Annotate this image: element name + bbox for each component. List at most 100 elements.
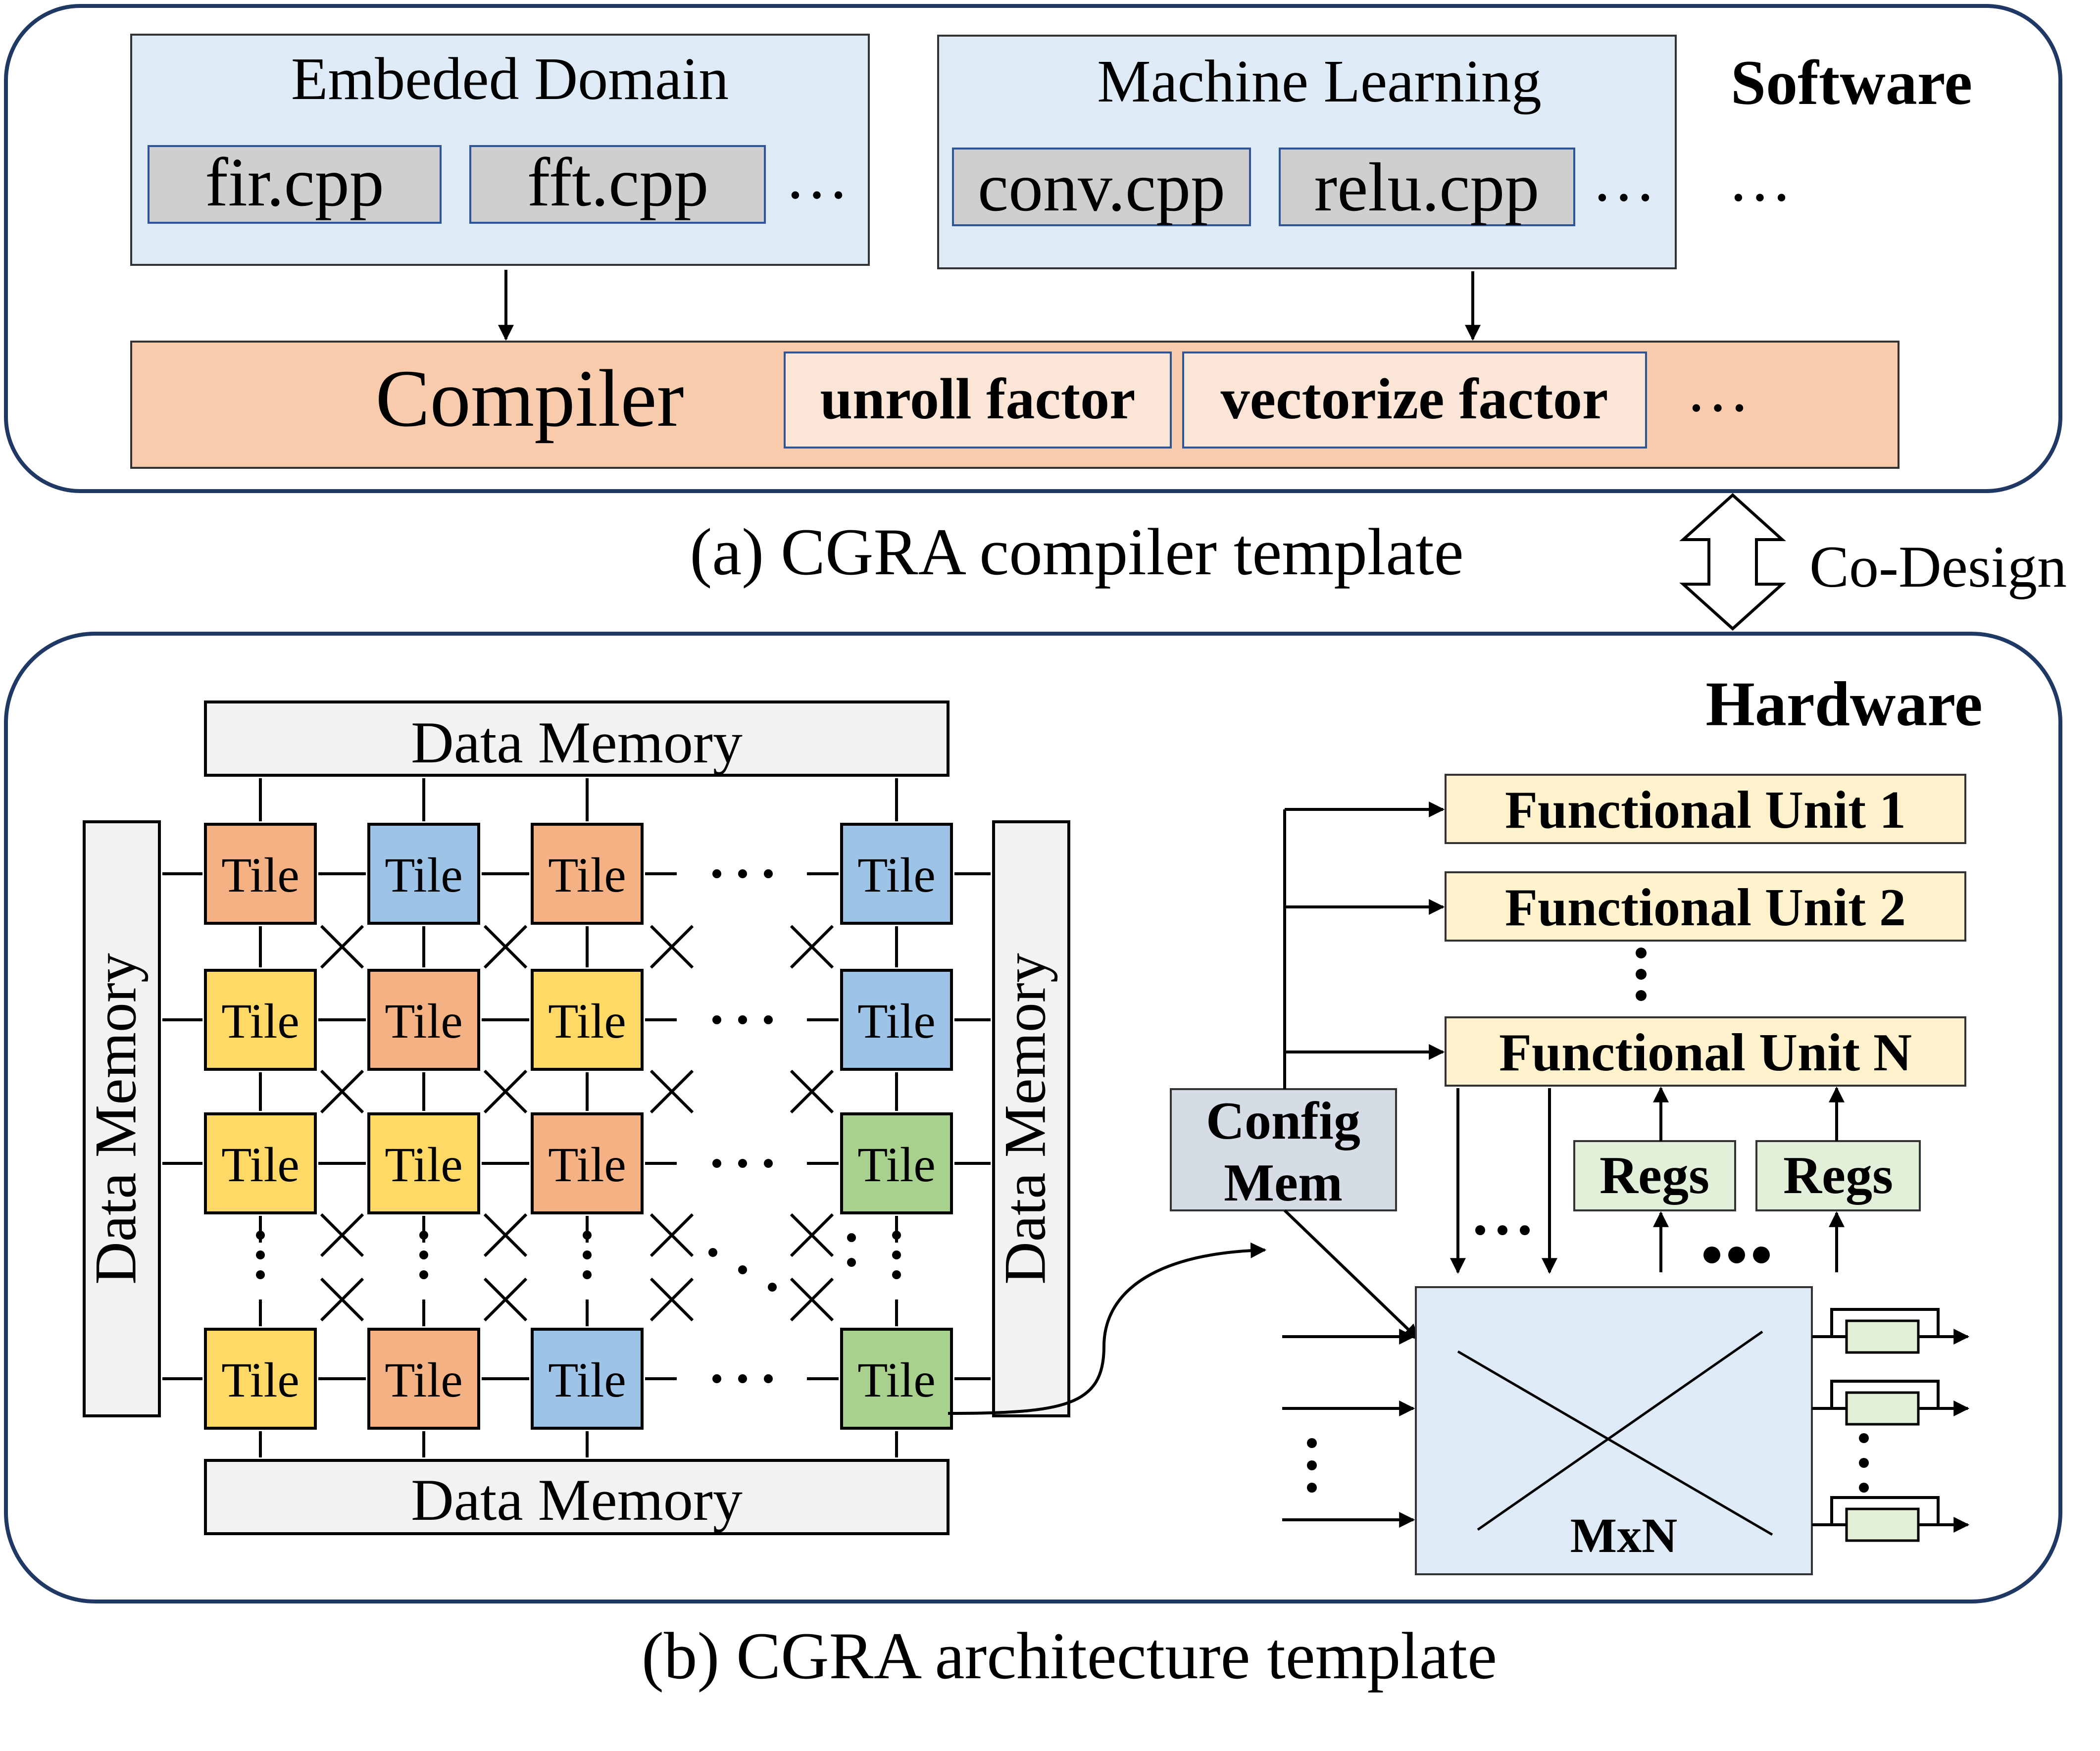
tile-label-2-1: Tile bbox=[385, 1137, 463, 1192]
tile-2-0 bbox=[204, 1112, 317, 1214]
tile-1-1 bbox=[367, 969, 480, 1071]
crossbar-output-bypass-2 bbox=[1830, 1496, 1940, 1525]
functional-unit-2-label: Functional Unit 2 bbox=[1505, 878, 1906, 937]
diag-3-1-b bbox=[483, 1277, 528, 1322]
data-memory-bottom-label: Data Memory bbox=[411, 1467, 743, 1533]
crossbar-diagonal-2 bbox=[1477, 1330, 1763, 1531]
data-memory-right-label: Data Memory bbox=[992, 953, 1058, 1285]
diag-2-3-b bbox=[790, 1213, 834, 1257]
codesign-arrow bbox=[1679, 493, 1786, 631]
diag-ellipsis bbox=[708, 1248, 777, 1292]
diag-0-0-b bbox=[320, 925, 364, 969]
regs-label-1: Regs bbox=[1600, 1146, 1709, 1205]
col-ellipsis-0 bbox=[256, 1231, 265, 1279]
crossbar-outputs-ellipsis bbox=[1859, 1433, 1869, 1493]
file-label-conv: conv.cpp bbox=[978, 149, 1225, 226]
crossbar-output-bypass-0 bbox=[1830, 1308, 1940, 1337]
config-mem-box bbox=[1170, 1088, 1397, 1211]
data-memory-top bbox=[204, 700, 950, 777]
tile-0-0 bbox=[204, 823, 317, 925]
ml-more-ellipsis: … bbox=[1592, 144, 1656, 215]
codesign-label: Co-Design bbox=[1809, 534, 2067, 600]
tile-label-1-2: Tile bbox=[548, 994, 626, 1049]
data-memory-right bbox=[992, 820, 1070, 1417]
diag-2-0-b bbox=[320, 1213, 364, 1257]
tile-label-2-2: Tile bbox=[548, 1137, 626, 1192]
tile-3-2 bbox=[531, 1328, 644, 1430]
tile-1-2 bbox=[531, 969, 644, 1071]
tile-label-0-3: Tile bbox=[857, 848, 936, 902]
tile-3-3 bbox=[840, 1328, 953, 1430]
functional-unit-n-label: Functional Unit N bbox=[1499, 1023, 1912, 1082]
tile-detail-connector bbox=[948, 1242, 1267, 1415]
tile-label-1-0: Tile bbox=[221, 994, 300, 1049]
param-box-vectorize bbox=[1182, 351, 1647, 449]
tile-label-3-3: Tile bbox=[857, 1352, 936, 1407]
hardware-title: Hardware bbox=[1705, 669, 1982, 739]
file-box-fir bbox=[148, 145, 442, 224]
diag-1-3-b bbox=[790, 1069, 834, 1114]
tile-label-0-2: Tile bbox=[548, 848, 626, 902]
diag-1-1-b bbox=[483, 1069, 528, 1114]
tile-2-1 bbox=[367, 1112, 480, 1214]
regs-box-1 bbox=[1573, 1140, 1736, 1211]
param-label-unroll: unroll factor bbox=[820, 366, 1136, 431]
diag-3-0-b bbox=[320, 1277, 364, 1322]
crossbar-output-bypass-1 bbox=[1830, 1380, 1940, 1408]
functional-unit-1-label: Functional Unit 1 bbox=[1505, 781, 1906, 840]
diag-2-2-b bbox=[650, 1213, 694, 1257]
regs-horizontal-ellipsis bbox=[1703, 1247, 1770, 1263]
param-box-unroll bbox=[784, 351, 1172, 449]
row-ellipsis-2 bbox=[712, 1159, 773, 1168]
tile-label-2-0: Tile bbox=[221, 1137, 300, 1192]
data-memory-bottom bbox=[204, 1459, 950, 1535]
crossbar-output-register-1 bbox=[1845, 1391, 1920, 1426]
embedded-more-ellipsis: … bbox=[785, 141, 849, 212]
data-memory-left bbox=[83, 820, 161, 1417]
row-ellipsis-0 bbox=[712, 869, 773, 878]
file-label-fir: fir.cpp bbox=[205, 144, 384, 221]
tile-label-3-1: Tile bbox=[385, 1352, 463, 1407]
tile-label-3-0: Tile bbox=[221, 1352, 300, 1407]
config-mem-label-line2: Mem bbox=[1224, 1153, 1343, 1212]
caption-compiler-template: (a) CGRA compiler template bbox=[690, 515, 1463, 589]
diag-ellipsis-right bbox=[847, 1233, 856, 1267]
file-box-relu bbox=[1279, 148, 1575, 226]
software-panel bbox=[4, 4, 2062, 493]
tile-0-1 bbox=[367, 823, 480, 925]
compiler-title: Compiler bbox=[375, 353, 684, 444]
tile-1-0 bbox=[204, 969, 317, 1071]
functional-unit-n bbox=[1445, 1016, 1966, 1087]
software-title: Software bbox=[1731, 48, 1972, 118]
software-more-ellipsis: … bbox=[1728, 144, 1792, 215]
functional-unit-2 bbox=[1445, 871, 1966, 942]
tile-label-1-1: Tile bbox=[385, 994, 463, 1049]
file-label-relu: relu.cpp bbox=[1314, 149, 1540, 226]
file-label-fft: fft.cpp bbox=[527, 144, 709, 221]
data-memory-left-label: Data Memory bbox=[83, 953, 149, 1285]
diag-0-2-b bbox=[650, 925, 694, 969]
col-ellipsis-2 bbox=[583, 1231, 592, 1279]
file-box-fft bbox=[469, 145, 766, 224]
functional-unit-1 bbox=[1445, 774, 1966, 844]
tile-3-1 bbox=[367, 1328, 480, 1430]
config-to-crossbar-arrow bbox=[1283, 1209, 1420, 1341]
col-ellipsis-1 bbox=[419, 1231, 428, 1279]
tile-label-1-3: Tile bbox=[857, 994, 936, 1049]
crossbar-diagonal-1 bbox=[1457, 1350, 1773, 1536]
tile-label-0-1: Tile bbox=[385, 848, 463, 902]
crossbar-output-register-2 bbox=[1845, 1507, 1920, 1542]
caption-architecture-template: (b) CGRA architecture template bbox=[642, 1619, 1497, 1693]
col-ellipsis-3 bbox=[892, 1231, 901, 1279]
tile-2-3 bbox=[840, 1112, 953, 1214]
diag-0-1-b bbox=[483, 925, 528, 969]
tile-label-2-3: Tile bbox=[857, 1137, 936, 1192]
tile-0-2 bbox=[531, 823, 644, 925]
fu-outputs-ellipsis bbox=[1475, 1225, 1530, 1235]
diag-1-0-b bbox=[320, 1069, 364, 1114]
hardware-panel bbox=[4, 632, 2062, 1603]
diag-3-2-b bbox=[650, 1277, 694, 1322]
